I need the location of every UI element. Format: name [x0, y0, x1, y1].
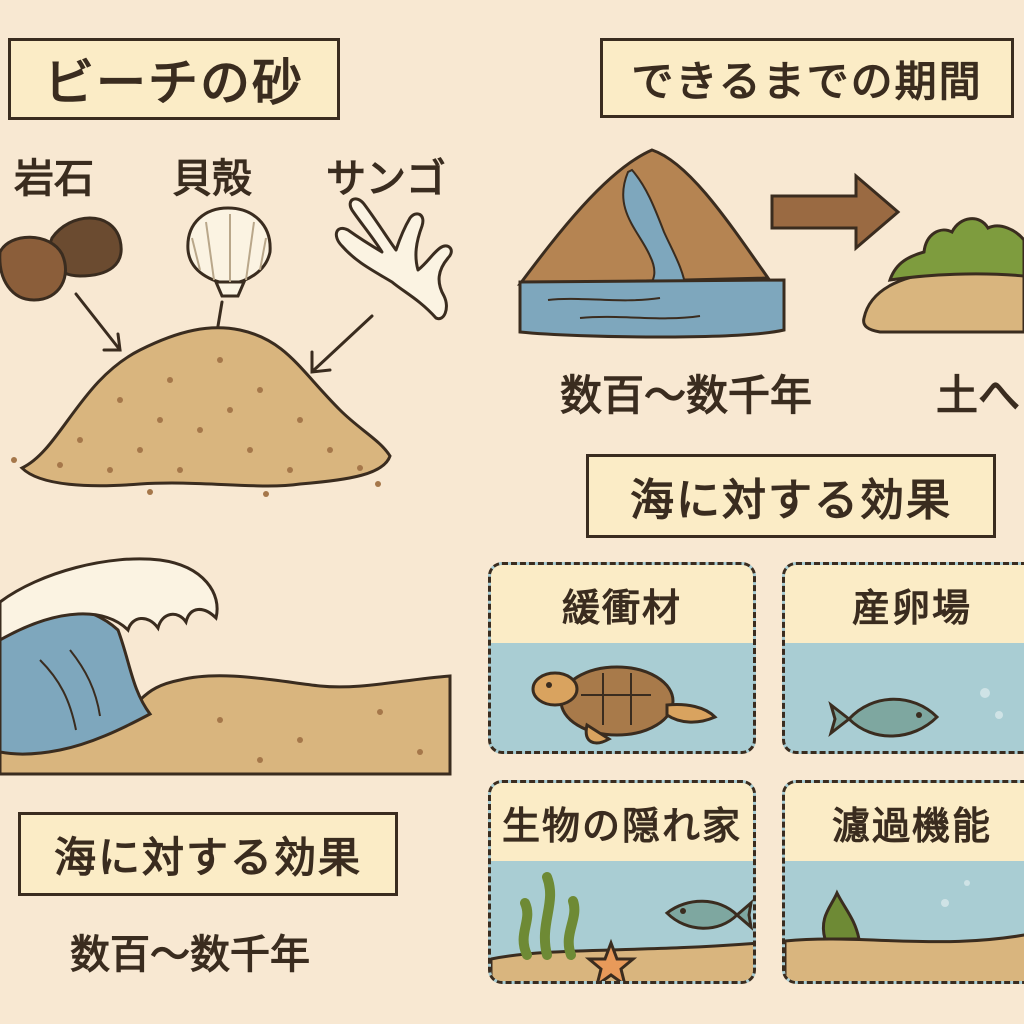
- effect-card-cushion: 緩衝材: [488, 562, 756, 754]
- formation-period-title: できるまでの期間: [600, 38, 1014, 118]
- effects-title: 海に対する効果: [586, 454, 996, 538]
- turtle-icon: [531, 665, 718, 745]
- period-result-label: 土へ: [936, 371, 1021, 420]
- mountain-river: [516, 148, 786, 339]
- source-label-shell: 貝殻: [172, 156, 252, 202]
- source-label-coral: サンゴ: [326, 156, 446, 202]
- effect-card-filter: 濾過機能: [782, 780, 1024, 984]
- source-label-rock: 岩石: [14, 156, 94, 202]
- effect-card-hideout: 生物の隠れ家: [488, 780, 756, 984]
- period-caption: 数百～数千年: [560, 371, 813, 420]
- effect-label-hideout: 生物の隠れ家: [491, 783, 753, 861]
- seaweed-starfish-icon: [491, 872, 753, 981]
- effect-card-spawning: 産卵場: [782, 562, 1024, 754]
- bottom-effects-title: 海に対する効果: [18, 812, 398, 896]
- shell-icon: [186, 206, 272, 298]
- fish-icon: [828, 688, 1003, 738]
- wave-on-beach: [0, 557, 452, 776]
- coral-icon: [334, 197, 453, 321]
- effect-label-spawning: 産卵場: [785, 565, 1024, 643]
- effect-label-cushion: 緩衝材: [491, 565, 753, 643]
- effect-label-filter: 濾過機能: [785, 783, 1024, 861]
- rock-icon: [0, 216, 123, 302]
- bottom-caption: 数百～数千年: [70, 932, 310, 978]
- sand-mound: [11, 326, 392, 497]
- seabed-filter-icon: [785, 880, 1024, 981]
- soil-mound: [862, 217, 1024, 334]
- beach-sand-title: ビーチの砂: [8, 38, 340, 120]
- arrow-right-icon: [770, 172, 901, 252]
